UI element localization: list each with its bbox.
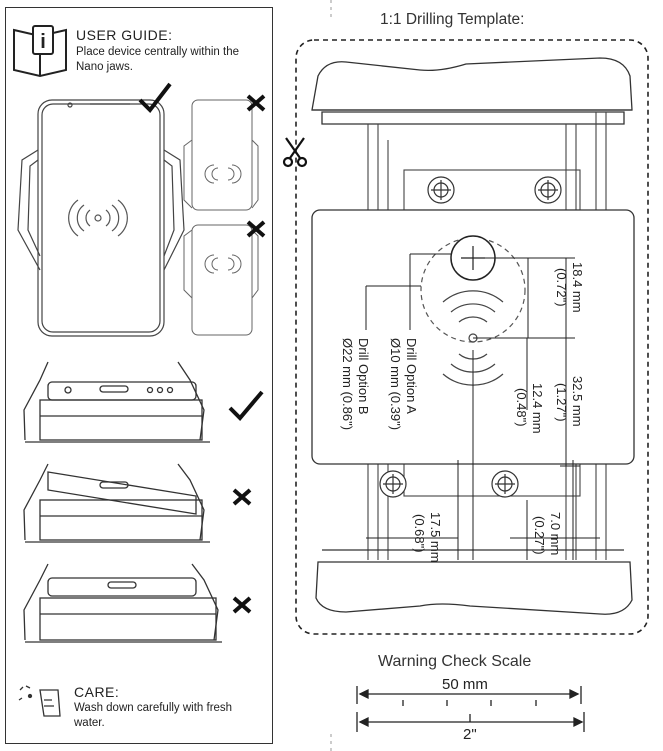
wireless-charging-icon xyxy=(68,199,128,237)
scale-title: Warning Check Scale xyxy=(378,653,532,670)
template-title: 1:1 Drilling Template: xyxy=(380,11,525,28)
guide-title: USER GUIDE: xyxy=(76,27,173,43)
cradle-bottom-jaw xyxy=(315,549,633,615)
phone-misaligned-bottom xyxy=(183,224,259,336)
mount-holes-top xyxy=(427,176,562,204)
cross-icon xyxy=(246,220,266,238)
dim-17-5-mm: 17.5 mm xyxy=(428,512,443,563)
user-guide-panel xyxy=(5,7,273,744)
dim-12-4-mm: 12.4 mm xyxy=(530,383,545,434)
svg-text:i: i xyxy=(40,31,46,53)
dim-7-0-mm: 7.0 mm xyxy=(548,512,563,556)
dim-32-5-mm: 32.5 mm xyxy=(570,376,585,427)
dim-12-4-in: (0.48") xyxy=(514,388,529,427)
phone-in-cradle-correct xyxy=(17,99,185,337)
cross-icon xyxy=(232,596,252,614)
dimension-lines xyxy=(365,253,600,560)
cut-line xyxy=(295,39,649,635)
cradle-top-jaw xyxy=(311,57,633,125)
dim-18-4-mm: 18.4 mm xyxy=(570,262,585,313)
dim-17-5-in: (0.68") xyxy=(412,514,427,553)
check-icon xyxy=(138,82,172,114)
dim-32-5-in: (1.27") xyxy=(554,383,569,422)
scale-inch-label: 2" xyxy=(463,726,477,743)
guide-instruction-line2: Nano jaws. xyxy=(76,61,133,73)
care-instruction-line2: water. xyxy=(74,717,105,729)
scissors-icon xyxy=(282,137,308,168)
care-instruction-line1: Wash down carefully with fresh xyxy=(74,702,233,714)
check-icon xyxy=(228,390,264,421)
side-view-correct xyxy=(23,361,210,443)
scale-mm-label: 50 mm xyxy=(442,676,488,693)
cleaning-hand-icon xyxy=(18,685,61,717)
drill-option-b-size: Ø22 mm (0.86") xyxy=(340,338,355,431)
phone-misaligned-top xyxy=(183,99,259,211)
side-view-tilted xyxy=(23,463,210,543)
drill-option-b-label: Drill Option B xyxy=(356,338,371,415)
guide-instruction-line1: Place device centrally within the xyxy=(76,46,239,58)
drill-option-a-size: Ø10 mm (0.39") xyxy=(388,338,403,431)
care-title: CARE: xyxy=(74,684,120,700)
dim-7-0-in: (0.27") xyxy=(532,516,547,555)
side-view-offset xyxy=(23,563,222,643)
dim-18-4-in: (0.72") xyxy=(554,268,569,307)
mount-holes-bottom xyxy=(379,470,519,498)
drill-option-a-label: Drill Option A xyxy=(404,338,419,414)
cross-icon xyxy=(246,94,266,112)
cross-icon xyxy=(232,488,252,506)
